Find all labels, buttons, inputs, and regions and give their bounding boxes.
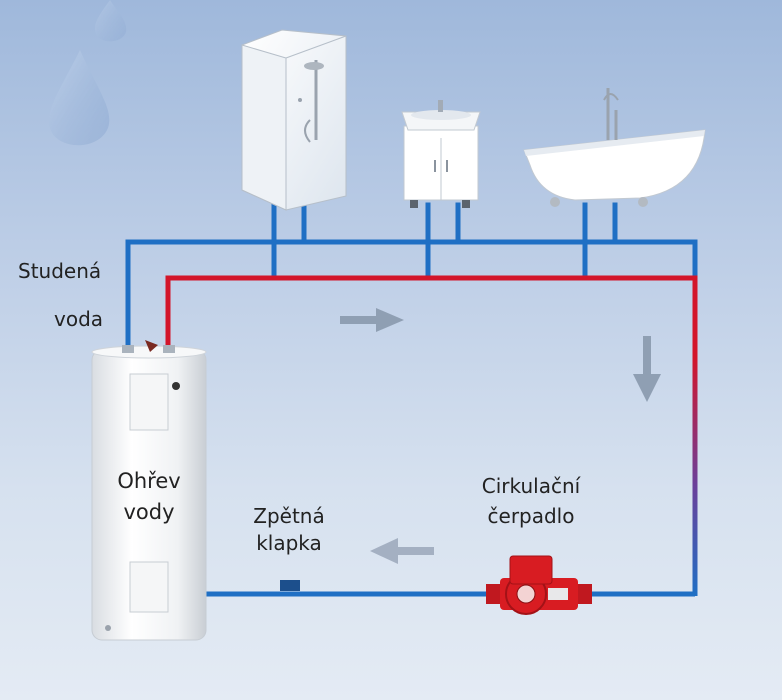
shower-cabin-icon (241, 29, 347, 211)
flow-arrow-left (370, 538, 434, 564)
check-valve-label-line1: Zpětná (253, 504, 325, 528)
check-valve-icon (280, 580, 300, 591)
circulation-pump-icon (486, 555, 592, 615)
heater-label-line2: vody (123, 500, 175, 524)
cold-water-pipe (125, 202, 698, 351)
water-drop-icon (49, 0, 127, 146)
flow-arrow-down (633, 336, 661, 402)
hot-water-pipe (165, 275, 698, 351)
clawfoot-bathtub-icon (523, 88, 706, 207)
flow-arrow-right (340, 308, 404, 332)
return-riser-pipe (692, 278, 698, 596)
pump-label-line2: čerpadlo (487, 504, 575, 528)
cold-water-label-line1: Studená (18, 259, 102, 283)
check-valve-label-line2: klapka (256, 531, 322, 555)
cold-water-label-line2: voda (54, 307, 104, 331)
water-heater-tank-icon (91, 340, 207, 641)
bathroom-sink-cabinet-icon (401, 100, 481, 208)
heater-label-line1: Ohřev (117, 469, 181, 493)
pump-label-line1: Cirkulační (481, 474, 581, 498)
